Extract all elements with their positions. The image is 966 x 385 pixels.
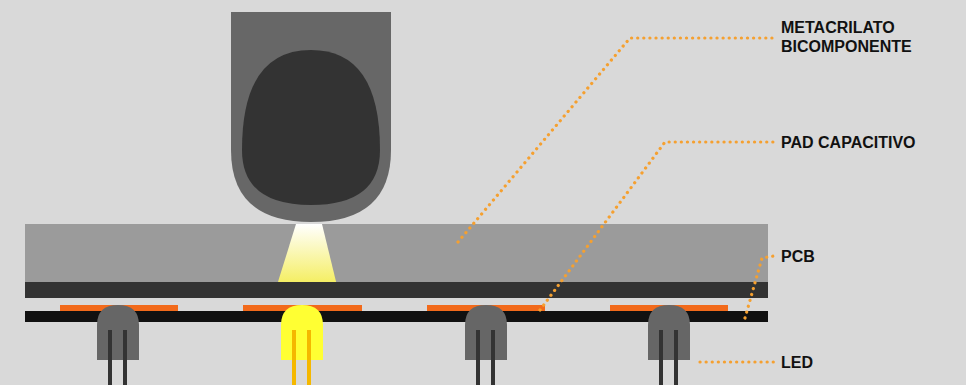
finger-outer (231, 12, 391, 222)
leader-line (700, 360, 774, 363)
led (465, 305, 507, 385)
led-lit (281, 305, 323, 385)
callout-label: LED (781, 353, 961, 372)
callout-label: PCB (781, 247, 961, 266)
leader-line (745, 256, 774, 318)
led (97, 305, 139, 385)
capacitive-pads (60, 305, 728, 311)
leader-lines (458, 38, 774, 362)
adhesive-layer (25, 282, 768, 298)
finger-inner (242, 50, 380, 205)
callout-label: PAD CAPACITIVO (781, 133, 961, 152)
led (648, 305, 690, 385)
leader-line (540, 142, 774, 310)
leader-line (458, 38, 774, 242)
methacrylate-slab (25, 224, 768, 282)
callout-label: METACRILATO BICOMPONENTE (781, 18, 961, 56)
